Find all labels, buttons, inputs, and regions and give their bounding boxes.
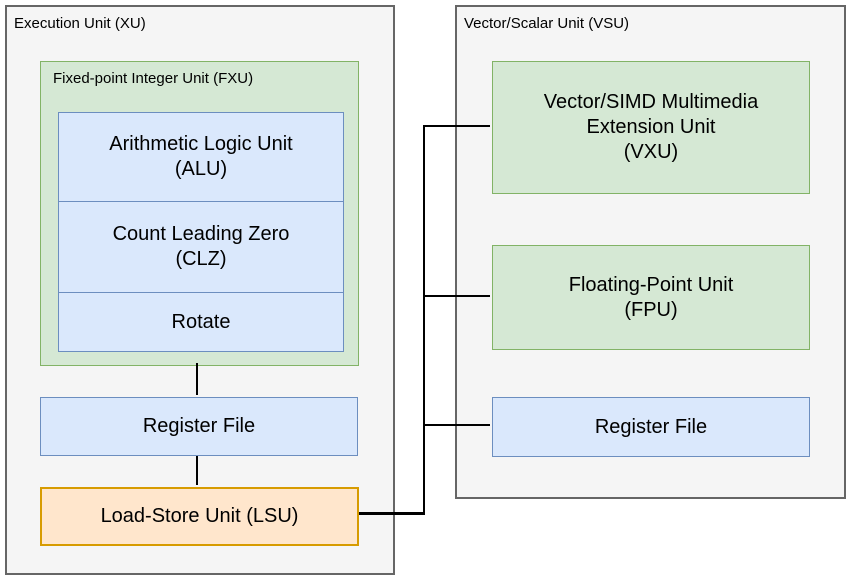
vxu-box: Vector/SIMD Multimedia Extension Unit (V… bbox=[492, 61, 810, 194]
fpu-box: Floating-Point Unit (FPU) bbox=[492, 245, 810, 350]
register-file-xu-box: Register File bbox=[40, 397, 358, 456]
connector-vertical-bus bbox=[423, 125, 425, 515]
connector-register-file-to-lsu bbox=[196, 453, 198, 485]
vector-scalar-unit-title: Vector/Scalar Unit (VSU) bbox=[464, 15, 630, 32]
fxu-title: Fixed-point Integer Unit (FXU) bbox=[53, 70, 254, 87]
fxu-group-box: Fixed-point Integer Unit (FXU) Arithmeti… bbox=[40, 61, 359, 366]
vector-scalar-unit-container: Vector/Scalar Unit (VSU) Vector/SIMD Mul… bbox=[455, 5, 846, 499]
connector-bus-to-vxu bbox=[425, 125, 490, 127]
connector-bus-to-register-file-vsu bbox=[425, 424, 490, 426]
alu-box: Arithmetic Logic Unit (ALU) bbox=[58, 112, 344, 202]
connector-fxu-to-register-file bbox=[196, 363, 198, 395]
clz-box: Count Leading Zero (CLZ) bbox=[58, 201, 344, 293]
rotate-box: Rotate bbox=[58, 292, 344, 352]
register-file-vsu-box: Register File bbox=[492, 397, 810, 457]
execution-unit-title: Execution Unit (XU) bbox=[14, 15, 146, 32]
execution-unit-container: Execution Unit (XU) Fixed-point Integer … bbox=[5, 5, 395, 575]
connector-lsu-to-bus bbox=[355, 512, 425, 515]
connector-bus-to-fpu bbox=[425, 295, 490, 297]
lsu-box: Load-Store Unit (LSU) bbox=[40, 487, 359, 546]
